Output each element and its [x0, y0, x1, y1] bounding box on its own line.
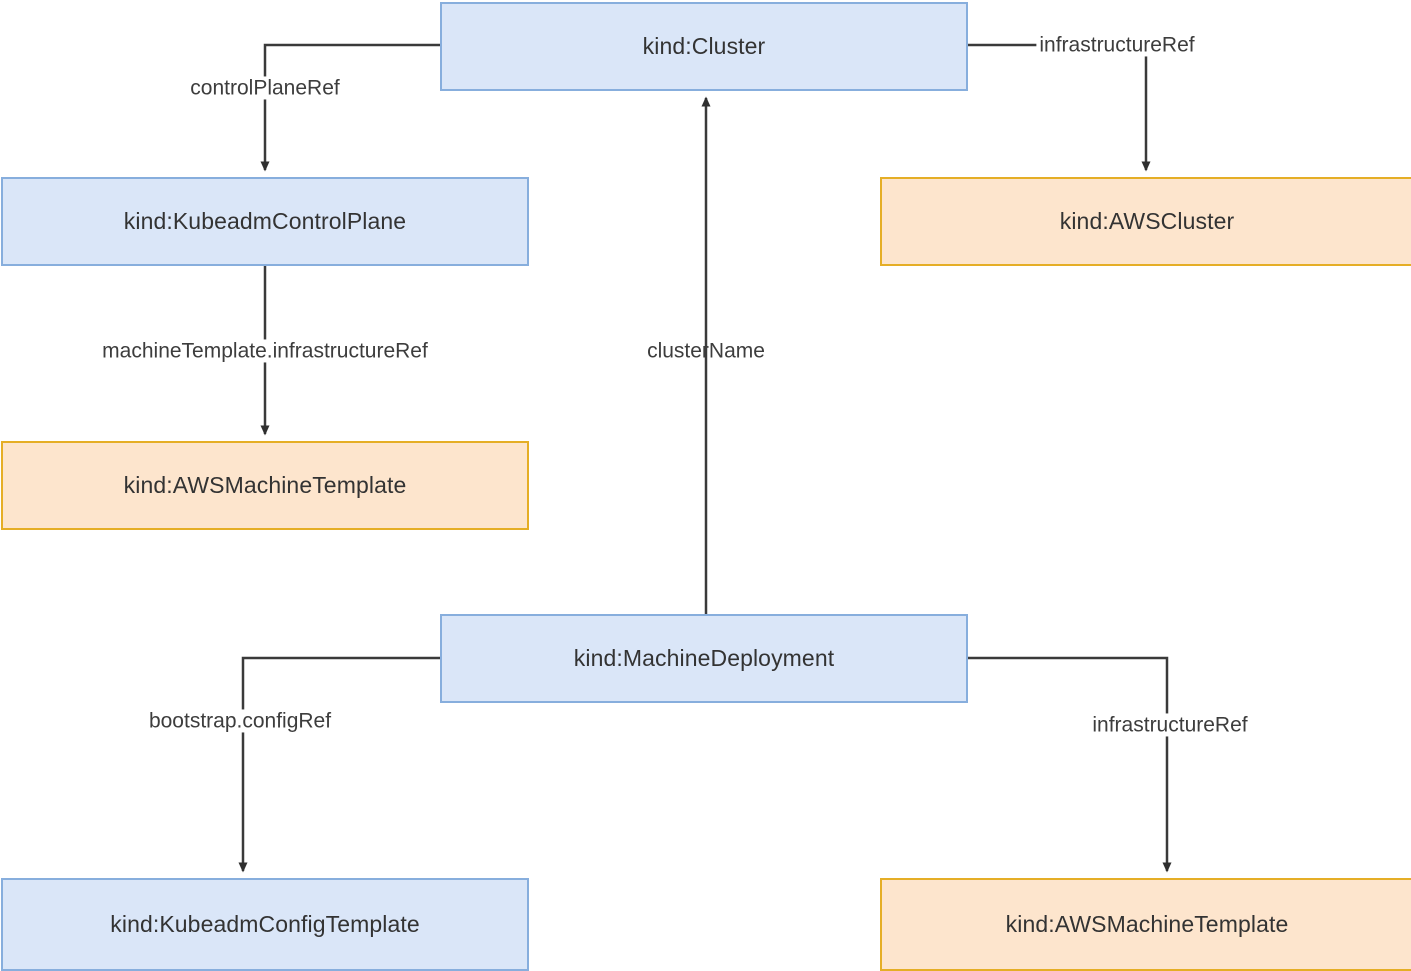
node-cluster[interactable]: kind:Cluster: [440, 2, 968, 91]
node-aws-machine-template-controlplane[interactable]: kind:AWSMachineTemplate: [1, 441, 529, 530]
edge-controlPlaneRef: [260, 43, 440, 172]
edge-label-machinedeployment-infrastructure-ref: infrastructureRef: [1089, 713, 1251, 737]
edge-label-machine-template-infrastructure-ref: machineTemplate.infrastructureRef: [99, 339, 431, 363]
node-label: kind:AWSMachineTemplate: [1005, 911, 1289, 937]
node-label: kind:Cluster: [642, 33, 766, 59]
edge-bootstrap-configRef: [238, 656, 440, 873]
node-label: kind:AWSCluster: [1059, 208, 1235, 234]
node-aws-cluster[interactable]: kind:AWSCluster: [880, 177, 1411, 266]
node-label: kind:KubeadmConfigTemplate: [110, 911, 420, 937]
edge-cluster-infrastructureRef: [968, 43, 1151, 172]
node-label: kind:KubeadmControlPlane: [123, 208, 407, 234]
node-machine-deployment[interactable]: kind:MachineDeployment: [440, 614, 968, 703]
edge-label-control-plane-ref: controlPlaneRef: [187, 76, 343, 100]
node-label: kind:MachineDeployment: [573, 645, 835, 671]
edge-machinedeployment-infrastructureRef: [968, 656, 1172, 873]
edge-label-cluster-name: clusterName: [647, 339, 765, 363]
edge-label-cluster-infrastructure-ref: infrastructureRef: [1036, 33, 1198, 57]
node-label: kind:AWSMachineTemplate: [123, 472, 407, 498]
node-aws-machine-template-machinedeployment[interactable]: kind:AWSMachineTemplate: [880, 878, 1411, 971]
node-kubeadm-config-template[interactable]: kind:KubeadmConfigTemplate: [1, 878, 529, 971]
edge-label-bootstrap-config-ref: bootstrap.configRef: [145, 709, 335, 733]
node-kubeadm-control-plane[interactable]: kind:KubeadmControlPlane: [1, 177, 529, 266]
